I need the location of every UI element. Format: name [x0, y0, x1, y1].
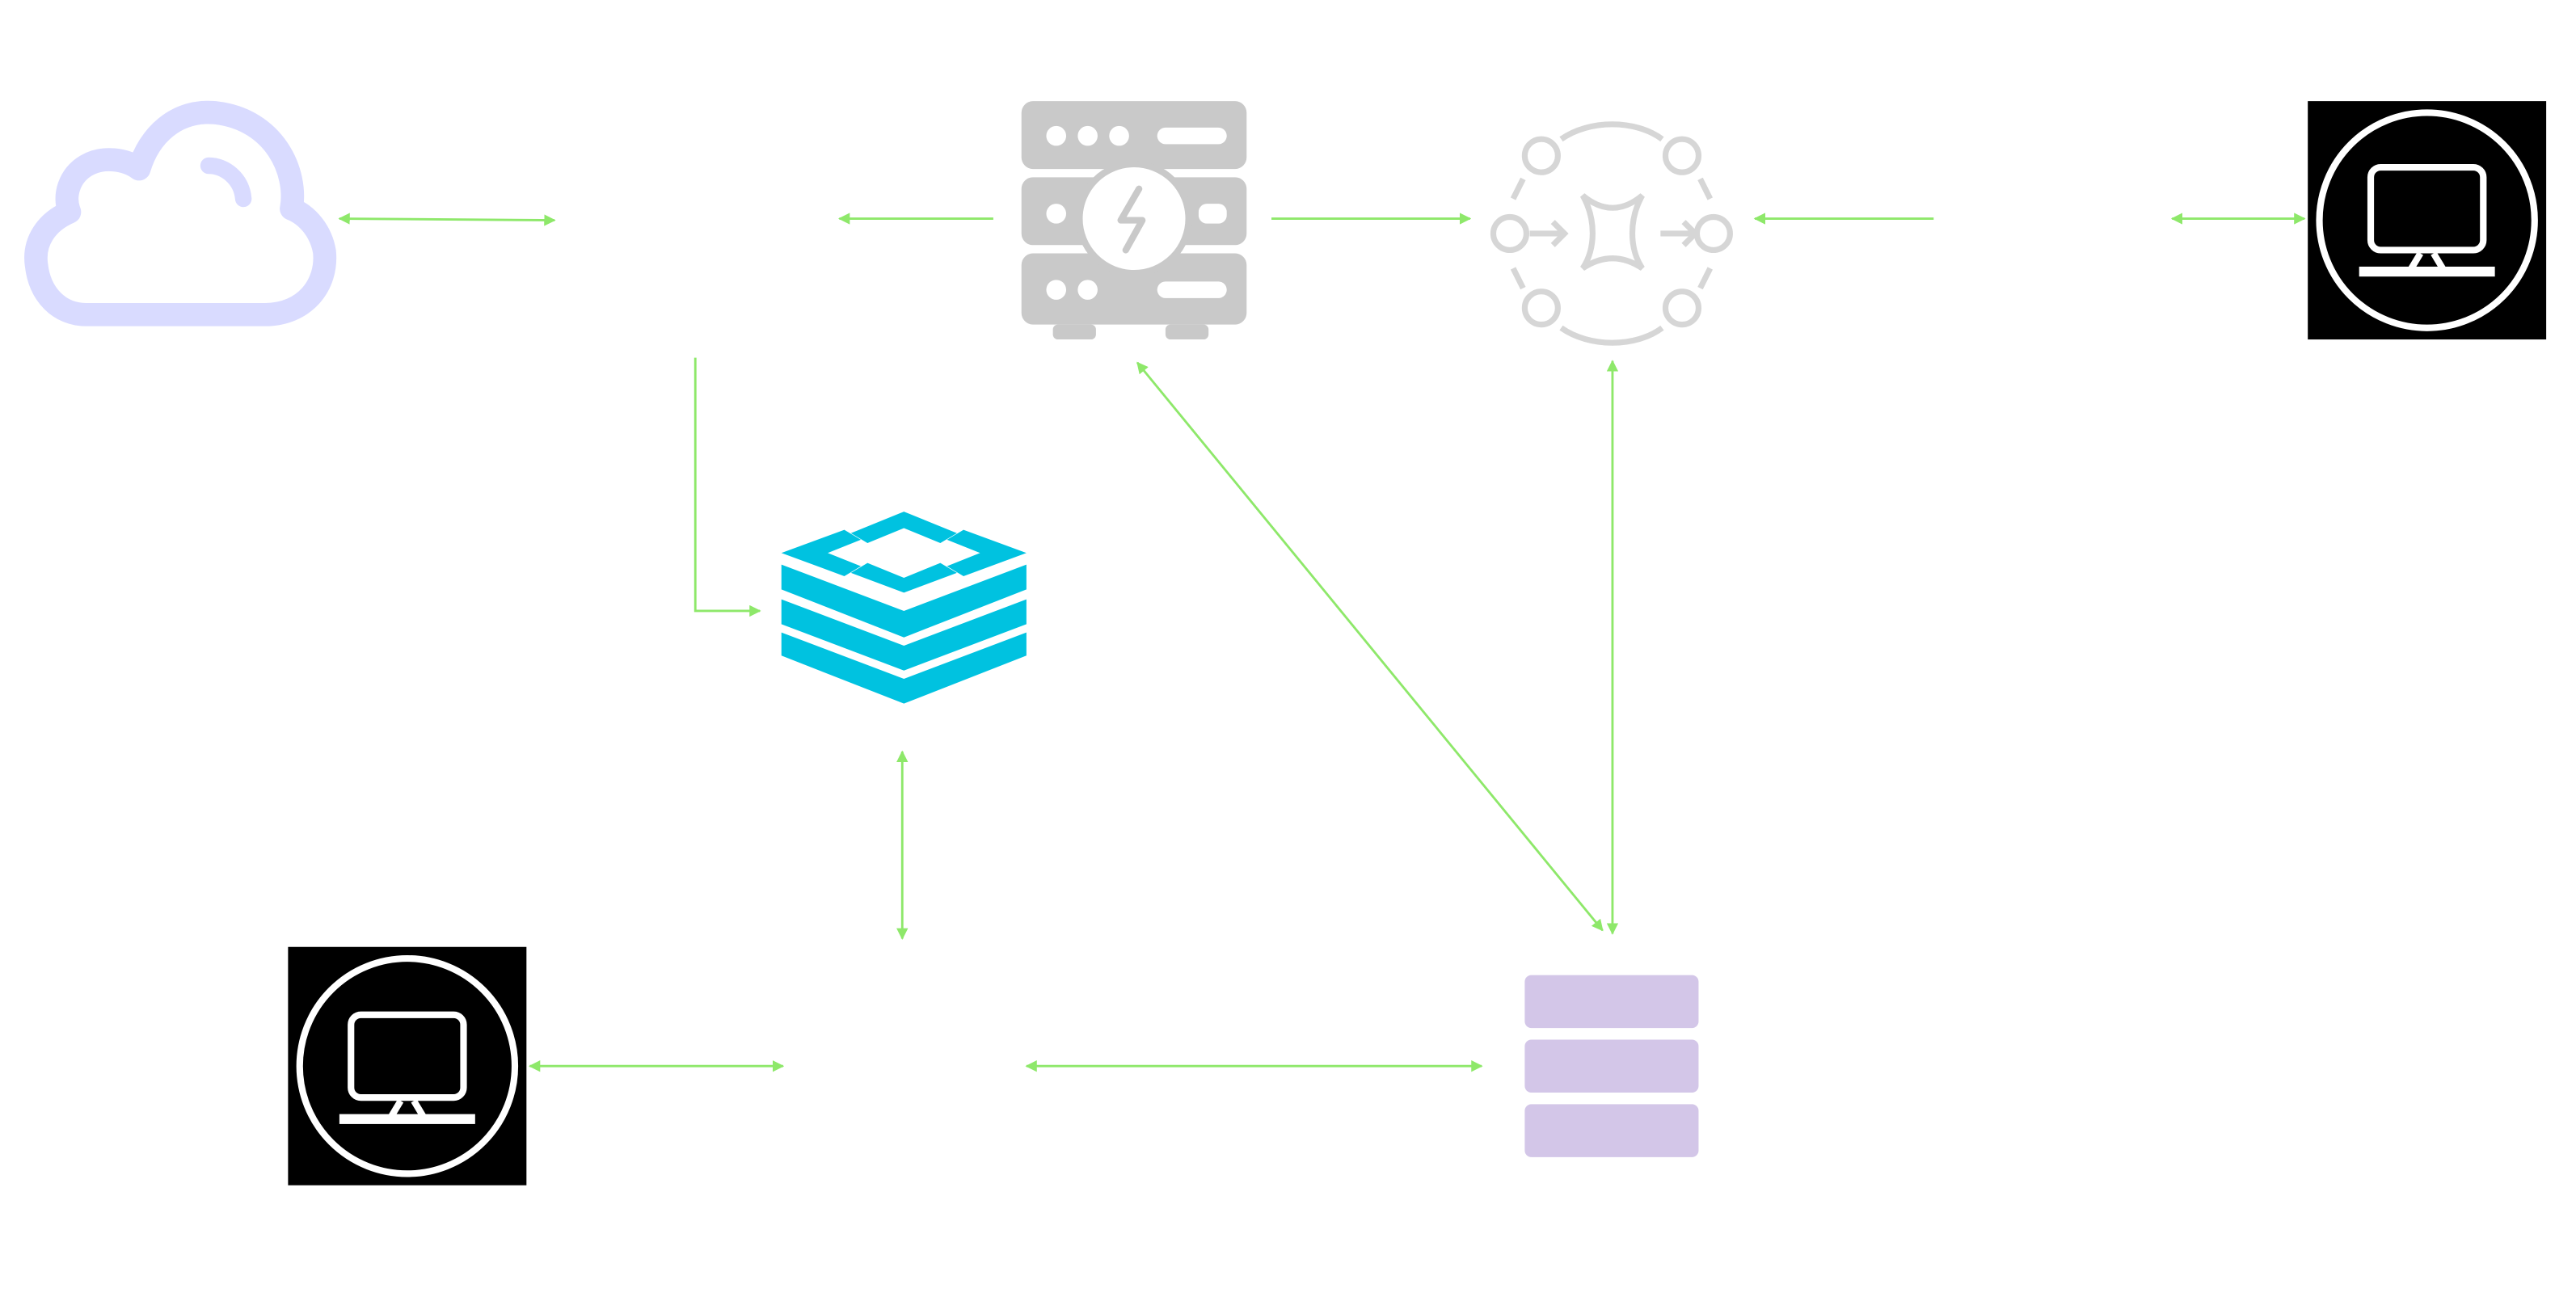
desktop-computer-icon[interactable] [2308, 101, 2547, 340]
desktop-computer-icon[interactable] [288, 946, 527, 1186]
connector-cloud-gateway [338, 213, 556, 226]
stacked-layers-icon[interactable] [781, 512, 1027, 704]
cloud-icon[interactable] [24, 100, 337, 326]
connector-gateway-layers [694, 357, 761, 617]
server-rack-icon[interactable] [1021, 101, 1247, 340]
connector-server-database [1136, 361, 1604, 932]
database-stack-icon[interactable] [1524, 975, 1699, 1157]
network-hub-icon[interactable] [1490, 121, 1733, 346]
connectors [338, 213, 2306, 1072]
